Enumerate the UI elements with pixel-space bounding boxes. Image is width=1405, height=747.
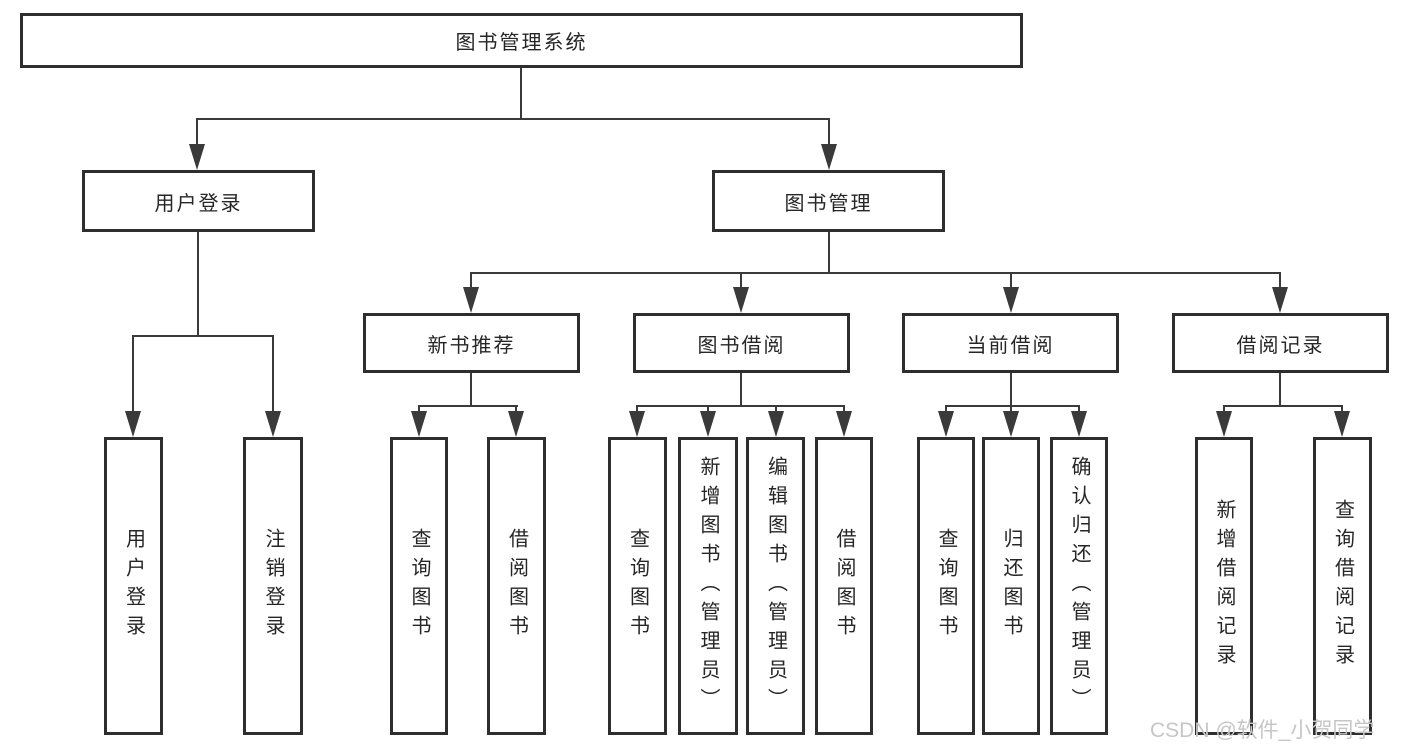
leaf-add-borrow-record: 新增借阅记录 [1195, 437, 1253, 735]
leaf-return-book: 归还图书 [982, 437, 1040, 735]
leaf-add-book-admin: 新增图书（管理员） [678, 437, 738, 735]
arrow-to-borrow-query [629, 411, 645, 437]
leaf-edit-book-admin-label: 编辑图书（管理员） [764, 455, 787, 717]
connector-drop-leaf-user-login [132, 335, 134, 413]
connector-drop-add-book [707, 405, 709, 415]
connector-recommend-stem [470, 373, 472, 407]
arrow-to-query-record [1334, 411, 1350, 437]
csdn-watermark: CSDN @软件_小贺同学 [1150, 719, 1375, 742]
connector-drop-confirm-return [1078, 405, 1080, 415]
connector-drop-recommend-query [418, 405, 420, 415]
connector-drop-query-record [1341, 405, 1343, 415]
connector-drop-current-query [945, 405, 947, 415]
connector-drop-add-record [1223, 405, 1225, 415]
node-borrow-records: 借阅记录 [1172, 313, 1389, 373]
leaf-query-borrow-record: 查询借阅记录 [1313, 437, 1372, 735]
node-current-borrow-label: 当前借阅 [966, 334, 1055, 357]
leaf-current-query-book-label: 查询图书 [935, 528, 957, 644]
connector-drop-recommend [470, 272, 472, 290]
leaf-logout: 注销登录 [243, 437, 303, 735]
leaf-borrow-query-book-label: 查询图书 [626, 528, 649, 644]
leaf-user-login: 用户登录 [104, 437, 163, 735]
arrow-to-current-query [938, 411, 954, 437]
connector-drop-edit-book [775, 405, 777, 415]
arrow-to-leaf-user-login [125, 411, 141, 437]
arrow-to-edit-book [768, 411, 784, 437]
connector-drop-recommend-borrow [515, 405, 517, 415]
connector-drop-book-borrow [740, 272, 742, 290]
connector-drop-leaf-logout [272, 335, 274, 413]
leaf-user-login-label: 用户登录 [122, 528, 145, 644]
leaf-add-book-admin-label: 新增图书（管理员） [697, 455, 719, 717]
node-book-management-label: 图书管理 [784, 192, 873, 215]
leaf-recommend-borrow-book: 借阅图书 [487, 437, 546, 735]
arrow-to-borrow-records [1272, 287, 1288, 313]
node-user-login-label: 用户登录 [154, 192, 243, 215]
connector-book-borrow-stem [740, 373, 742, 407]
arrow-to-confirm-return [1071, 411, 1087, 437]
connector-drop-borrow-book [843, 405, 845, 415]
node-new-book-recommend-label: 新书推荐 [427, 334, 516, 357]
connector-borrow-records-rail [1223, 405, 1343, 407]
arrow-to-recommend-query [411, 411, 427, 437]
connector-book-management-stem [828, 232, 830, 274]
leaf-recommend-query-book-label: 查询图书 [408, 528, 430, 644]
connector-borrow-records-stem [1279, 373, 1281, 407]
connector-root-stem [520, 68, 522, 120]
node-book-management: 图书管理 [712, 170, 945, 232]
leaf-recommend-query-book: 查询图书 [390, 437, 448, 735]
leaf-add-borrow-record-label: 新增借阅记录 [1213, 499, 1235, 673]
connector-drop-current-borrow [1010, 272, 1012, 290]
node-user-login: 用户登录 [82, 170, 315, 232]
connector-current-borrow-stem [1010, 373, 1012, 407]
leaf-borrow-query-book: 查询图书 [608, 437, 667, 735]
node-root-label: 图书管理系统 [455, 32, 588, 54]
arrow-to-leaf-logout [265, 411, 281, 437]
arrow-to-user-login [189, 144, 205, 170]
connector-current-borrow-rail [945, 405, 1080, 407]
arrow-to-book-borrow [733, 287, 749, 313]
leaf-current-query-book: 查询图书 [917, 437, 975, 735]
connector-drop-borrow-records [1279, 272, 1281, 290]
arrow-to-recommend-borrow [508, 411, 524, 437]
arrow-to-current-borrow [1003, 287, 1019, 313]
arrow-to-borrow-book [836, 411, 852, 437]
connector-drop-borrow-query [636, 405, 638, 415]
leaf-logout-label: 注销登录 [262, 528, 284, 644]
node-book-borrow: 图书借阅 [633, 313, 850, 373]
arrow-to-recommend [463, 287, 479, 313]
leaf-confirm-return-admin-label: 确认归还（管理员） [1068, 455, 1090, 717]
arrow-to-book-management [821, 144, 837, 170]
connector-book-management-rail [470, 272, 1281, 274]
arrow-to-add-record [1216, 411, 1232, 437]
node-root-system: 图书管理系统 [20, 13, 1023, 68]
arrow-to-add-book [700, 411, 716, 437]
connector-drop-user-login [196, 118, 198, 148]
leaf-query-borrow-record-label: 查询借阅记录 [1331, 499, 1354, 673]
connector-book-borrow-rail [636, 405, 845, 407]
leaf-recommend-borrow-book-label: 借阅图书 [505, 528, 528, 644]
leaf-confirm-return-admin: 确认归还（管理员） [1050, 437, 1108, 735]
connector-user-login-rail [132, 335, 274, 337]
connector-recommend-rail [418, 405, 518, 407]
leaf-return-book-label: 归还图书 [1000, 528, 1022, 644]
node-new-book-recommend: 新书推荐 [363, 313, 580, 373]
connector-drop-book-management [828, 118, 830, 148]
leaf-edit-book-admin: 编辑图书（管理员） [746, 437, 805, 735]
leaf-borrow-book: 借阅图书 [815, 437, 873, 735]
connector-drop-return-book [1010, 405, 1012, 415]
connector-root-rail [196, 118, 830, 120]
connector-user-login-stem [197, 232, 199, 337]
node-current-borrow: 当前借阅 [902, 313, 1119, 373]
node-borrow-records-label: 借阅记录 [1236, 334, 1325, 357]
arrow-to-return-book [1003, 411, 1019, 437]
leaf-borrow-book-label: 借阅图书 [833, 528, 855, 644]
node-book-borrow-label: 图书借阅 [697, 334, 786, 357]
